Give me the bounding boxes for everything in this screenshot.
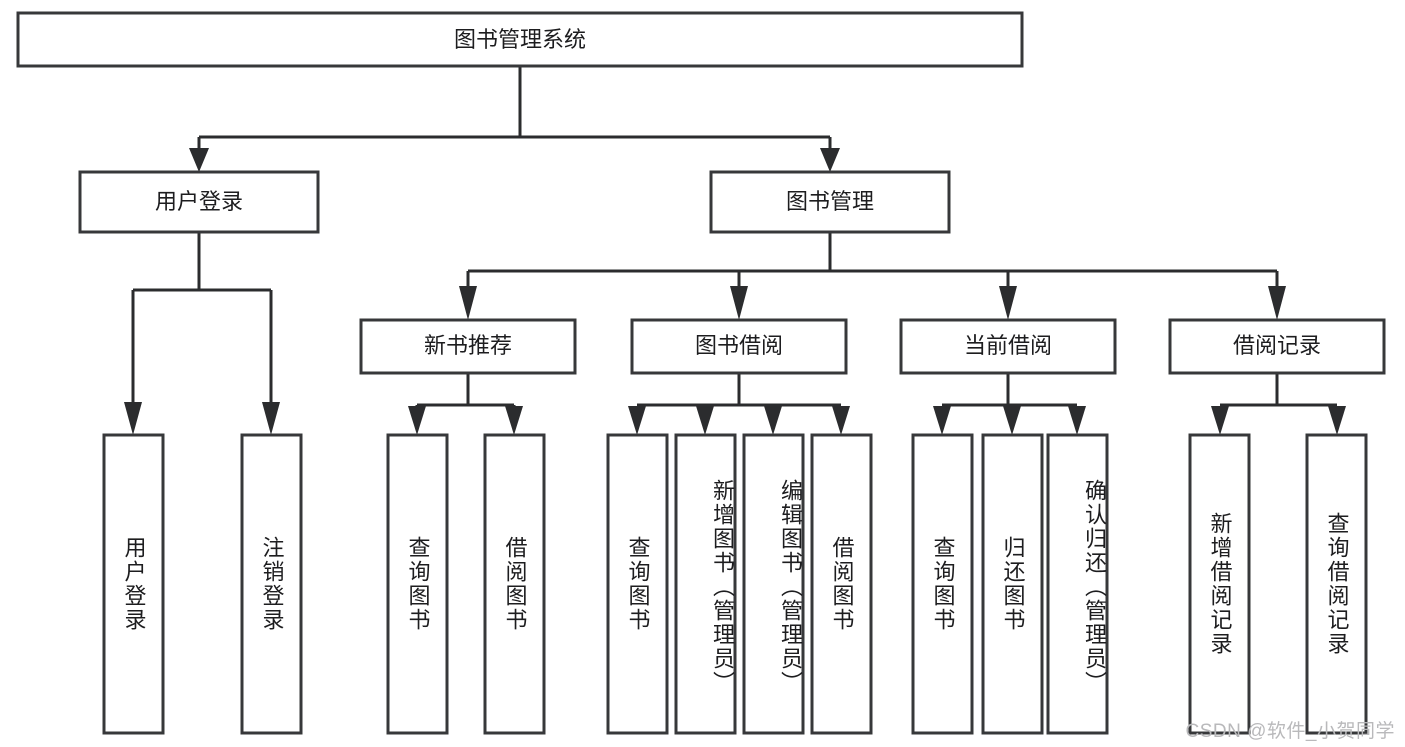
node-book-manage-box[interactable] xyxy=(709,170,951,234)
leaf-query-record-box[interactable] xyxy=(1305,433,1368,735)
node-root[interactable]: 图书管理系统 xyxy=(16,11,1024,68)
arrow-to-leaf-edit-book xyxy=(764,406,782,435)
leaf-boxes-book-borrow xyxy=(606,433,873,735)
leaf-add-record-box[interactable] xyxy=(1188,433,1251,735)
leaf-user-logout-box[interactable] xyxy=(240,433,303,735)
node-borrow-record-box[interactable] xyxy=(1168,318,1386,375)
leaf-user-login-box[interactable] xyxy=(102,433,165,735)
leaf-boxes-new-book-recommend xyxy=(386,433,546,735)
arrow-to-leaf-confirm-return xyxy=(1068,406,1086,435)
arrow-to-current-borrow xyxy=(999,286,1017,320)
leaf-query-book-1-box[interactable] xyxy=(386,433,449,735)
arrow-to-leaf-borrow-book-1 xyxy=(505,406,523,435)
arrow-to-leaf-query-book-2 xyxy=(628,406,646,435)
leaf-add-book-box[interactable] xyxy=(674,433,737,735)
node-book-borrow[interactable]: 图书借阅 xyxy=(630,318,848,375)
leaf-confirm-return-box[interactable] xyxy=(1046,433,1109,735)
node-user-login-box[interactable] xyxy=(78,170,320,234)
node-borrow-record[interactable]: 借阅记录 xyxy=(1168,318,1386,375)
leaf-query-book-3-box[interactable] xyxy=(911,433,974,735)
connector-layer xyxy=(124,66,1346,435)
arrow-to-book-manage xyxy=(820,148,840,172)
node-borrow-record-label: 借阅记录 xyxy=(1233,333,1321,358)
node-new-book-recommend-label: 新书推荐 xyxy=(424,333,512,358)
leaf-boxes-current-borrow xyxy=(911,433,1109,735)
node-book-borrow-label: 图书借阅 xyxy=(695,333,783,358)
arrow-to-leaf-user-logout xyxy=(262,402,280,435)
leaf-borrow-book-1-box[interactable] xyxy=(483,433,546,735)
node-current-borrow-box[interactable] xyxy=(899,318,1117,375)
arrow-to-leaf-query-record xyxy=(1328,406,1346,435)
arrow-to-new-book-recommend xyxy=(459,286,477,320)
node-book-borrow-box[interactable] xyxy=(630,318,848,375)
leaf-return-book-box[interactable] xyxy=(981,433,1044,735)
node-user-login-label: 用户登录 xyxy=(155,189,243,214)
arrow-to-leaf-query-book-1 xyxy=(408,406,426,435)
arrow-to-user-login xyxy=(189,148,209,172)
node-root-box[interactable] xyxy=(16,11,1024,68)
csdn-watermark: CSDN @软件_小贺同学 xyxy=(1185,721,1395,742)
leaf-boxes-user-login xyxy=(102,433,303,735)
node-user-login[interactable]: 用户登录 xyxy=(78,170,320,234)
leaf-borrow-book-2-box[interactable] xyxy=(810,433,873,735)
node-book-manage[interactable]: 图书管理 xyxy=(709,170,951,234)
node-current-borrow[interactable]: 当前借阅 xyxy=(899,318,1117,375)
arrow-to-leaf-user-login xyxy=(124,402,142,435)
node-new-book-recommend[interactable]: 新书推荐 xyxy=(359,318,577,375)
leaf-query-book-2-box[interactable] xyxy=(606,433,669,735)
node-current-borrow-label: 当前借阅 xyxy=(964,333,1052,358)
arrow-to-leaf-return-book xyxy=(1003,406,1021,435)
arrow-to-leaf-query-book-3 xyxy=(933,406,951,435)
arrow-to-book-borrow xyxy=(730,286,748,320)
node-root-label: 图书管理系统 xyxy=(454,27,586,52)
node-book-manage-label: 图书管理 xyxy=(786,189,874,214)
leaf-edit-book-box[interactable] xyxy=(742,433,805,735)
leaf-boxes-borrow-record xyxy=(1188,433,1368,735)
arrow-to-leaf-borrow-book-2 xyxy=(832,406,850,435)
arrow-to-borrow-record xyxy=(1268,286,1286,320)
arrow-to-leaf-add-record xyxy=(1211,406,1229,435)
node-new-book-recommend-box[interactable] xyxy=(359,318,577,375)
arrow-to-leaf-add-book xyxy=(696,406,714,435)
